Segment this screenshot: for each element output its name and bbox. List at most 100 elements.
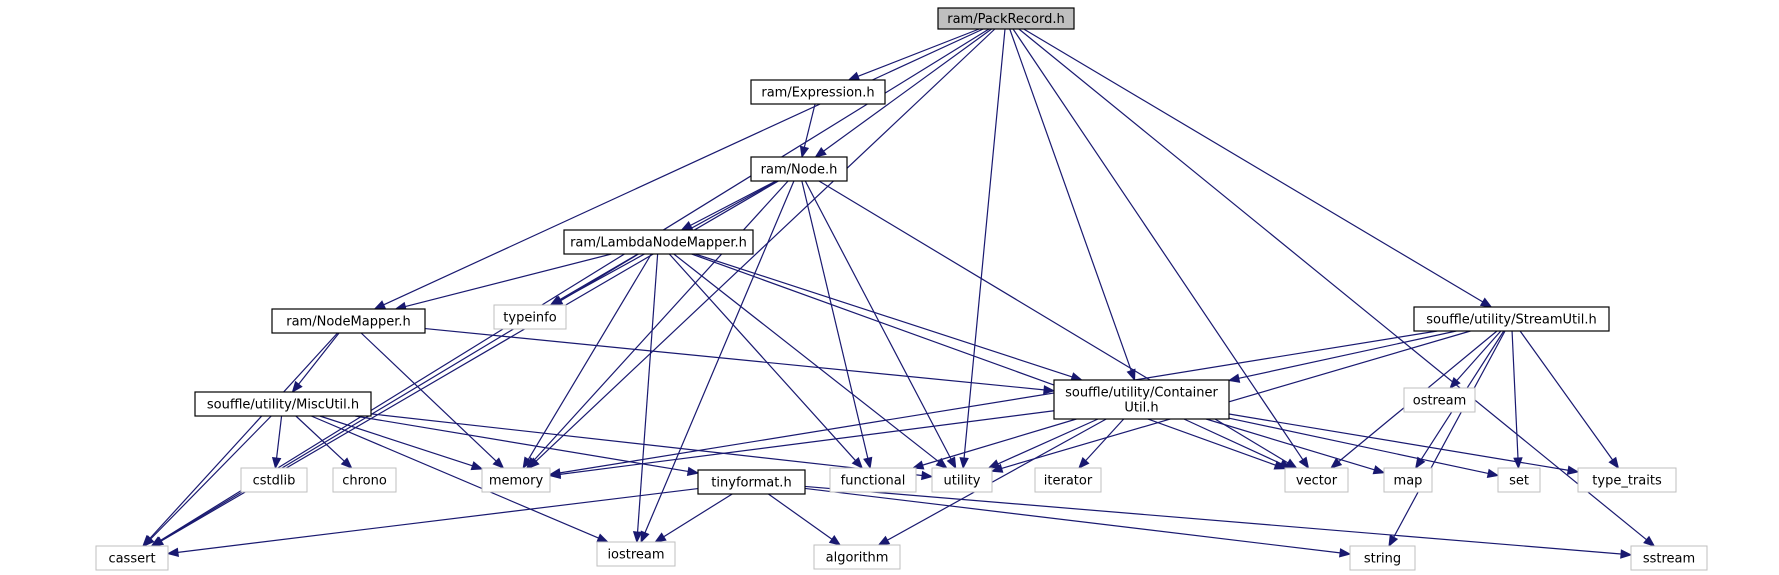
arrowhead-packrecord-to-sstream: [1643, 535, 1656, 547]
node-label: type_traits: [1592, 474, 1662, 489]
edges-layer: [142, 28, 1656, 559]
node-box: [194, 391, 372, 417]
arrowhead-containerutil-to-map: [1372, 465, 1386, 475]
arrowhead-containerutil-to-set: [1486, 468, 1500, 478]
node-iterator: iterator: [1034, 467, 1102, 493]
edge-node-to-utility: [804, 180, 952, 460]
arrowhead-packrecord-to-utility: [959, 457, 969, 470]
edge-miscutil-to-utility: [370, 413, 923, 477]
arrowhead-packrecord-to-node: [814, 146, 827, 158]
node-box: [1577, 467, 1677, 493]
edge-miscutil-to-chrono: [295, 415, 345, 462]
node-label: cstdlib: [253, 474, 296, 489]
node-memory: memory: [481, 467, 551, 493]
node-cassert: cassert: [95, 545, 169, 571]
node-label: chrono: [342, 474, 387, 489]
node-label: ram/PackRecord.h: [947, 12, 1065, 27]
arrowhead-lambdanodemapper-to-utility: [935, 457, 948, 469]
edge-tinyformat-to-cassert: [177, 487, 699, 553]
edge-lambdanodemapper-to-utility: [673, 253, 940, 463]
node-label: functional: [841, 474, 906, 489]
edge-streamutil-to-string: [1393, 330, 1506, 538]
node-box: [1383, 467, 1433, 493]
edge-packrecord-to-cassert: [159, 28, 990, 542]
node-label: typeinfo: [503, 311, 556, 326]
node-miscutil[interactable]: souffle/utility/MiscUtil.h: [194, 391, 372, 417]
arrowhead-tinyformat-to-sstream: [1620, 549, 1633, 559]
node-label: ram/Expression.h: [761, 86, 874, 101]
node-string: string: [1349, 545, 1416, 571]
arrowhead-containerutil-to-functional: [911, 460, 925, 470]
edge-packrecord-to-streamutil: [1023, 28, 1484, 303]
arrowhead-lambdanodemapper-to-cassert: [150, 536, 164, 547]
edge-lambdanodemapper-to-containerutil: [695, 253, 1073, 378]
node-box: [596, 541, 676, 567]
node-box: [813, 544, 901, 570]
node-label: memory: [489, 474, 544, 489]
node-node[interactable]: ram/Node.h: [750, 156, 848, 182]
node-map: map: [1383, 467, 1433, 493]
edge-packrecord-to-memory: [535, 28, 996, 462]
edge-packrecord-to-containerutil: [1009, 28, 1132, 371]
node-label: cassert: [108, 552, 155, 567]
arrowhead-streamutil-to-string: [1388, 534, 1399, 548]
edge-node-to-lambdanodemapper: [690, 180, 777, 226]
node-vector: vector: [1284, 467, 1349, 493]
node-box: [750, 156, 848, 182]
node-set: set: [1497, 467, 1541, 493]
edge-streamutil-to-type_traits: [1519, 330, 1614, 461]
edge-containerutil-to-functional: [922, 418, 1077, 466]
node-box: [481, 467, 551, 493]
node-streamutil[interactable]: souffle/utility/StreamUtil.h: [1413, 306, 1610, 332]
edge-containerutil-to-type_traits: [1228, 413, 1569, 471]
node-tinyformat[interactable]: tinyformat.h: [697, 469, 806, 495]
node-box: [1413, 306, 1610, 332]
node-box: [95, 545, 169, 571]
arrowhead-tinyformat-to-iostream: [654, 532, 667, 543]
arrowhead-miscutil-to-memory: [470, 461, 484, 471]
node-label: ostream: [1413, 394, 1467, 409]
edge-packrecord-to-vector: [1012, 28, 1304, 461]
node-label: map: [1394, 474, 1423, 489]
arrowhead-tinyformat-to-cassert: [166, 547, 179, 558]
node-box: [271, 308, 426, 334]
arrowhead-nodemapper-to-memory: [492, 457, 505, 469]
node-type-traits: type_traits: [1577, 467, 1677, 493]
arrowhead-expression-to-node: [799, 145, 810, 159]
node-sstream: sstream: [1630, 545, 1708, 571]
node-utility: utility: [931, 467, 993, 493]
arrowhead-containerutil-to-algorithm: [877, 535, 891, 546]
edge-node-to-vector: [818, 180, 1289, 464]
node-chrono: chrono: [332, 467, 397, 493]
node-packrecord[interactable]: ram/PackRecord.h: [937, 7, 1075, 30]
node-typeinfo: typeinfo: [493, 304, 567, 330]
arrowhead-packrecord-to-expression: [847, 71, 861, 81]
edge-miscutil-to-tinyformat: [354, 415, 689, 473]
node-label: souffle/utility/MiscUtil.h: [207, 398, 359, 413]
edge-containerutil-to-algorithm: [887, 418, 1107, 541]
edge-expression-to-node: [803, 103, 816, 148]
arrowhead-packrecord-to-vector: [1298, 456, 1310, 470]
edge-containerutil-to-vector: [1183, 418, 1282, 465]
edge-miscutil-to-cassert: [150, 415, 272, 540]
node-box: [697, 469, 806, 495]
node-box: [1349, 545, 1416, 571]
edge-miscutil-to-iostream: [311, 415, 599, 539]
arrowhead-miscutil-to-tinyformat: [686, 466, 700, 477]
node-box: [750, 79, 886, 105]
arrowhead-containerutil-to-memory: [548, 469, 562, 479]
arrowhead-packrecord-to-nodemapper: [373, 300, 387, 310]
arrowhead-containerutil-to-type_traits: [1566, 465, 1580, 475]
node-expression[interactable]: ram/Expression.h: [750, 79, 886, 105]
node-cstdlib: cstdlib: [240, 467, 308, 493]
node-box: [563, 229, 754, 255]
node-lambdanodemapper[interactable]: ram/LambdaNodeMapper.h: [563, 229, 754, 255]
node-box: [1403, 387, 1476, 413]
node-nodemapper[interactable]: ram/NodeMapper.h: [271, 308, 426, 334]
arrowhead-containerutil-to-utility: [987, 459, 1001, 469]
node-box: [493, 304, 567, 330]
edge-streamutil-to-utility: [1001, 330, 1471, 469]
arrowhead-nodemapper-to-miscutil: [291, 380, 303, 394]
